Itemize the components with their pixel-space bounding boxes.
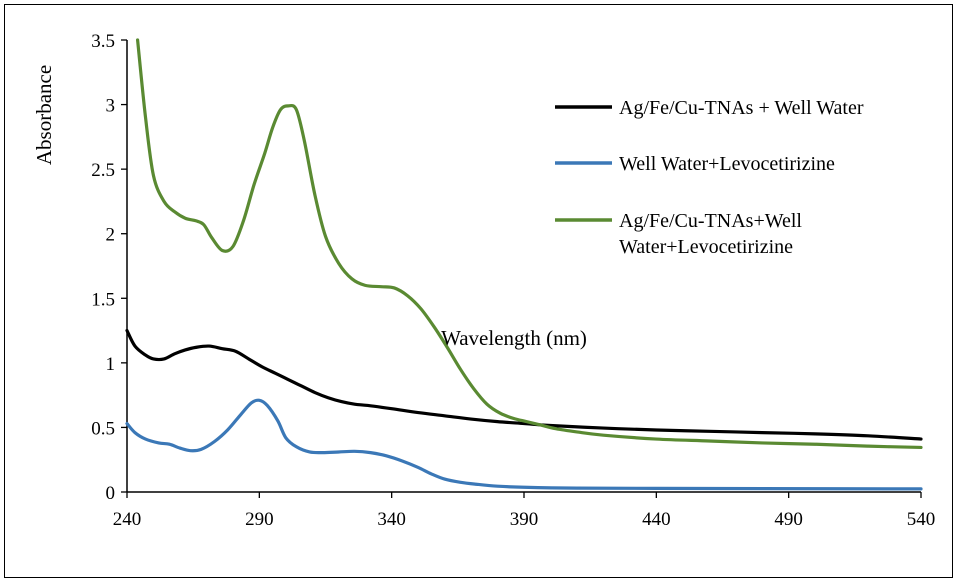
series-line-1 [125, 328, 923, 441]
y-tick-label: 3 [106, 96, 116, 117]
legend-label-3: Water+Levocetirizine [619, 236, 793, 258]
x-tick-label: 340 [377, 509, 406, 530]
x-tick-label: 490 [774, 509, 803, 530]
y-tick-label: 0.5 [91, 418, 115, 439]
x-axis-title: Wavelength (nm) [441, 326, 587, 350]
y-axis-title: Absorbance [32, 65, 56, 165]
legend-label-2: Well Water+Levocetirizine [619, 153, 835, 175]
y-tick-label: 1 [106, 354, 116, 375]
legend-label-3: Ag/Fe/Cu-TNAs+Well [619, 210, 802, 232]
x-tick-label: 240 [113, 509, 142, 530]
x-tick-label: 290 [245, 509, 274, 530]
y-tick-label: 1.5 [91, 289, 115, 310]
y-tick-label: 2 [106, 225, 116, 246]
chart-frame [4, 4, 953, 578]
x-tick-label: 540 [907, 509, 936, 530]
tick-labels: 0 0.5 1 1.5 2 2.5 3 3.5 240 290 340 390 440 490 540 [91, 31, 935, 530]
legend-label-1: Ag/Fe/Cu-TNAs + Well Water [619, 97, 864, 119]
y-tick-label: 0 [106, 483, 116, 504]
y-tick-label: 2.5 [91, 160, 115, 181]
x-tick-label: 390 [510, 509, 539, 530]
axes [121, 39, 922, 498]
y-tick-label: 3.5 [91, 31, 115, 52]
series-lines [125, 38, 923, 491]
series-line-2 [125, 398, 923, 491]
x-tick-label: 440 [642, 509, 671, 530]
series-line-3 [135, 38, 923, 450]
